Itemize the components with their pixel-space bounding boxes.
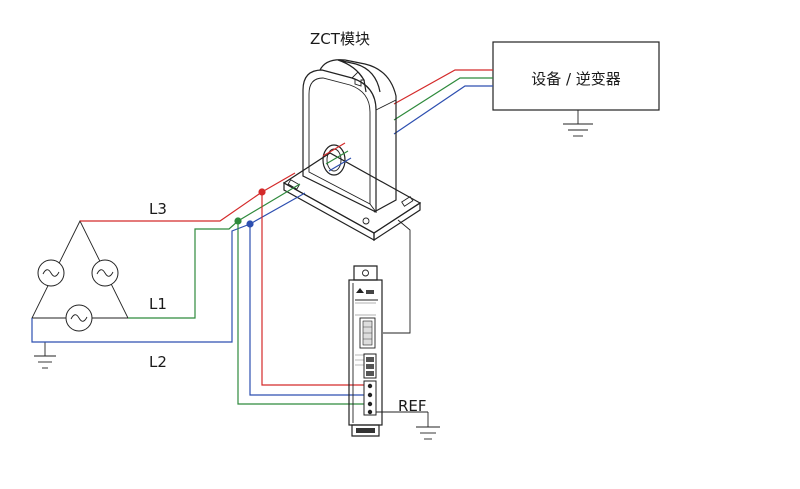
- zct-module: [282, 59, 422, 242]
- ref-label: REF: [398, 397, 427, 415]
- phase-label-l1: L1: [149, 295, 167, 313]
- ac-source-icon: [91, 259, 119, 287]
- ground-icon: [563, 110, 593, 137]
- relay-unit: [348, 265, 383, 437]
- equipment-wires: [393, 69, 493, 135]
- three-phase-source: [31, 219, 129, 369]
- phase-label-l3: L3: [149, 200, 167, 218]
- ref-ground: [376, 411, 440, 440]
- phase-label-l2: L2: [149, 353, 167, 371]
- ac-source-icon: [65, 304, 93, 332]
- arrow-icon: [351, 71, 365, 87]
- ac-source-icon: [37, 259, 65, 287]
- phase-wires: [31, 142, 352, 343]
- ct-secondary-wire: [383, 219, 411, 334]
- equipment-box: 设备 / 逆变器: [492, 41, 660, 137]
- relay-input-wires: [237, 192, 364, 405]
- ct-module-label: ZCT模块: [310, 30, 370, 48]
- ground-icon: [31, 318, 56, 369]
- equipment-label: 设备 / 逆变器: [531, 70, 621, 88]
